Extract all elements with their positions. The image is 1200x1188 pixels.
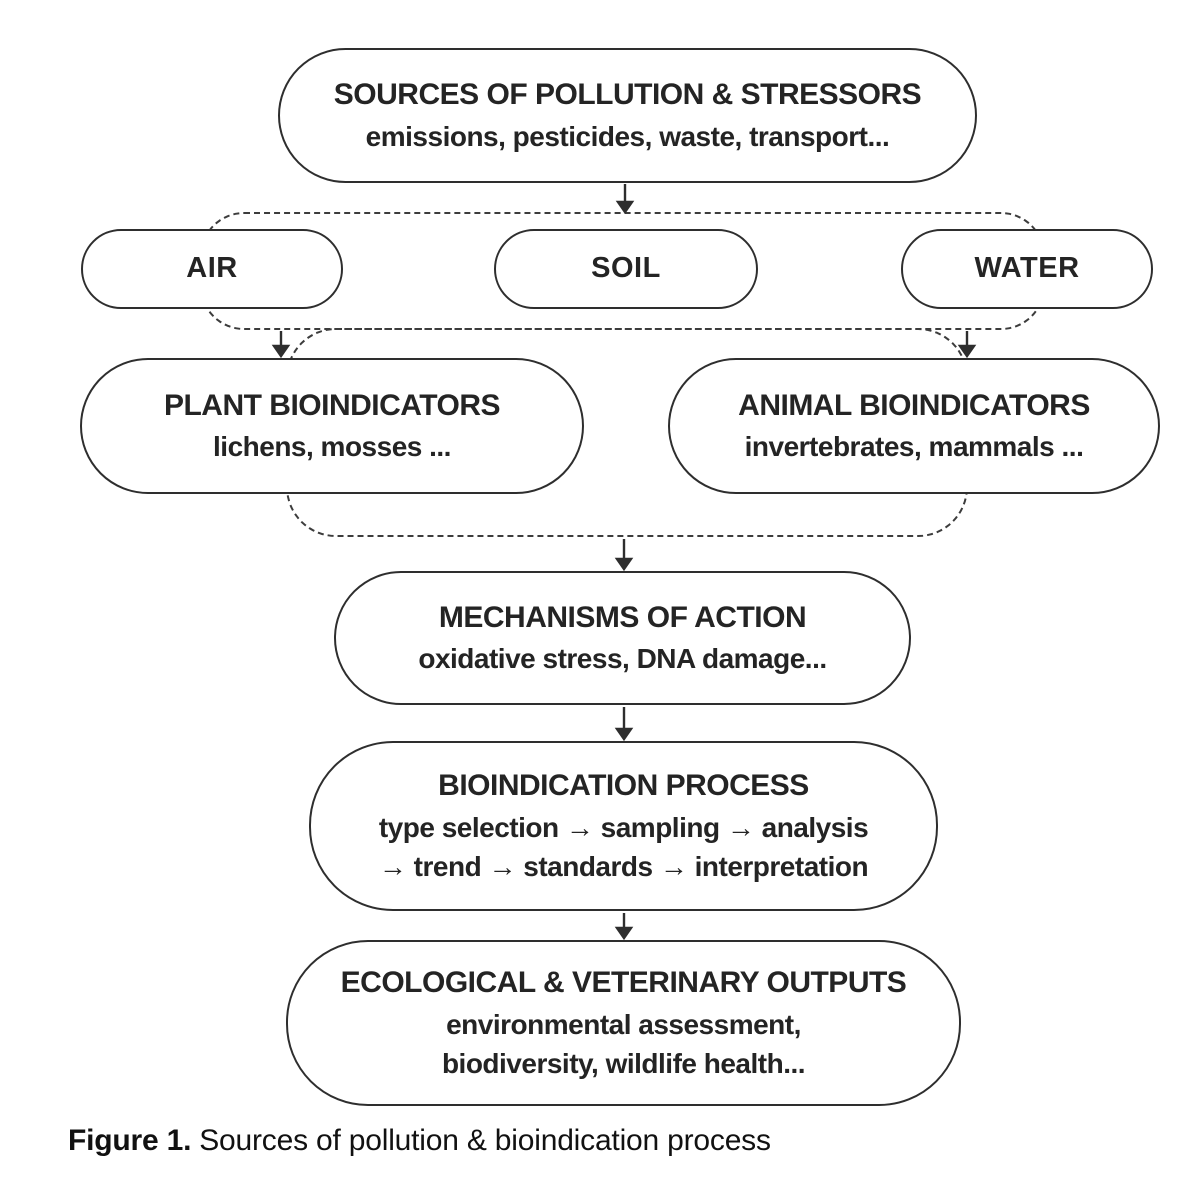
arrow-media-to-animal — [957, 331, 977, 359]
arrow-mechanisms-to-process — [614, 707, 634, 742]
node-plant-title: PLANT BIOINDICATORS — [163, 388, 501, 422]
figure-caption-label: Figure 1. — [68, 1124, 192, 1157]
node-soil: SOIL — [494, 229, 758, 309]
node-mechanisms-subtitle: oxidative stress, DNA damage... — [418, 643, 827, 675]
node-animal-subtitle: invertebrates, mammals ... — [744, 431, 1084, 463]
node-animal-bioindicators: ANIMAL BIOINDICATORS invertebrates, mamm… — [668, 358, 1160, 494]
node-soil-label: SOIL — [591, 252, 661, 285]
node-plant-subtitle: lichens, mosses ... — [213, 431, 451, 463]
node-outputs-line1: environmental assessment, — [446, 1008, 801, 1040]
figure-caption-text: Sources of pollution & bioindication pro… — [199, 1124, 771, 1157]
node-mechanisms-title: MECHANISMS OF ACTION — [438, 600, 807, 634]
node-air: AIR — [81, 229, 343, 309]
node-sources-subtitle: emissions, pesticides, waste, transport.… — [365, 120, 890, 152]
figure-caption: Figure 1.Sources of pollution & bioindic… — [68, 1124, 771, 1158]
node-water-label: WATER — [974, 252, 1080, 285]
node-outputs-line2: biodiversity, wildlife health... — [441, 1048, 806, 1080]
node-mechanisms-of-action: MECHANISMS OF ACTION oxidative stress, D… — [334, 571, 911, 705]
node-outputs-title: ECOLOGICAL & VETERINARY OUTPUTS — [340, 965, 907, 999]
node-bioindication-process: BIOINDICATION PROCESS type selection → s… — [309, 741, 938, 911]
arrow-bioindicators-to-mechanisms — [614, 539, 634, 572]
node-plant-bioindicators: PLANT BIOINDICATORS lichens, mosses ... — [80, 358, 584, 494]
node-sources-title: SOURCES OF POLLUTION & STRESSORS — [333, 78, 922, 112]
arrow-sources-to-media — [615, 184, 635, 215]
arrow-media-to-plant — [271, 331, 291, 359]
node-air-label: AIR — [186, 252, 238, 285]
node-sources-of-pollution: SOURCES OF POLLUTION & STRESSORS emissio… — [278, 48, 977, 183]
node-process-title: BIOINDICATION PROCESS — [438, 768, 809, 802]
arrow-process-to-outputs — [614, 913, 634, 941]
node-animal-title: ANIMAL BIOINDICATORS — [738, 388, 1090, 422]
node-ecological-veterinary-outputs: ECOLOGICAL & VETERINARY OUTPUTS environm… — [286, 940, 961, 1106]
node-process-line1: type selection → sampling → analysis — [378, 811, 869, 843]
node-process-line2: → trend → standards → interpretation — [378, 851, 869, 883]
node-water: WATER — [901, 229, 1153, 309]
